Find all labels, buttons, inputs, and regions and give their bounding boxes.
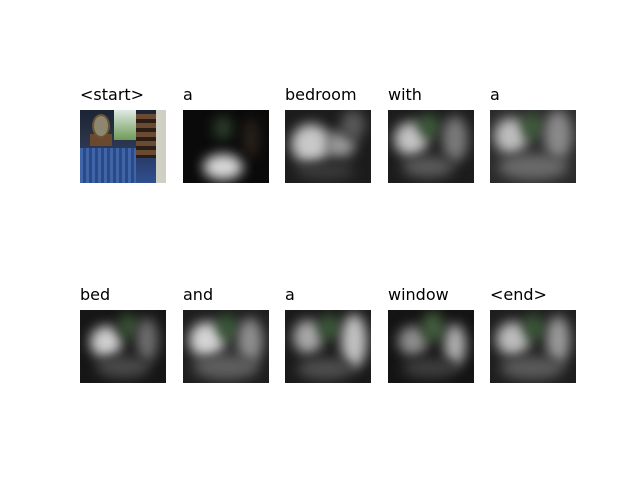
attention-panel-1: a xyxy=(183,85,269,183)
attention-map-with xyxy=(388,110,474,183)
attention-panel-0: <start> xyxy=(80,85,166,183)
token-label-a-2: a xyxy=(490,85,502,104)
source-image xyxy=(80,110,166,183)
attention-map-end xyxy=(490,310,576,383)
attention-map-a-3 xyxy=(285,310,371,383)
attention-panel-6: and xyxy=(183,285,269,383)
token-label-bed: bed xyxy=(80,285,113,304)
token-label-a: a xyxy=(183,85,195,104)
attention-map-window xyxy=(388,310,474,383)
token-label-and: and xyxy=(183,285,216,304)
attention-panel-5: bed xyxy=(80,285,166,383)
attention-panel-8: window xyxy=(388,285,474,383)
token-label-window: window xyxy=(388,285,451,304)
attention-map-bed xyxy=(80,310,166,383)
token-label-a-3: a xyxy=(285,285,297,304)
token-label-start: <start> xyxy=(80,85,147,104)
attention-panel-3: with xyxy=(388,85,474,183)
attention-panel-9: <end> xyxy=(490,285,576,383)
token-label-with: with xyxy=(388,85,424,104)
attention-panel-2: bedroom xyxy=(285,85,371,183)
token-label-bedroom: bedroom xyxy=(285,85,359,104)
attention-panel-7: a xyxy=(285,285,371,383)
attention-map-bedroom xyxy=(285,110,371,183)
attention-panel-4: a xyxy=(490,85,576,183)
token-label-end: <end> xyxy=(490,285,549,304)
attention-map-and xyxy=(183,310,269,383)
attention-map-a xyxy=(183,110,269,183)
attention-map-a-2 xyxy=(490,110,576,183)
